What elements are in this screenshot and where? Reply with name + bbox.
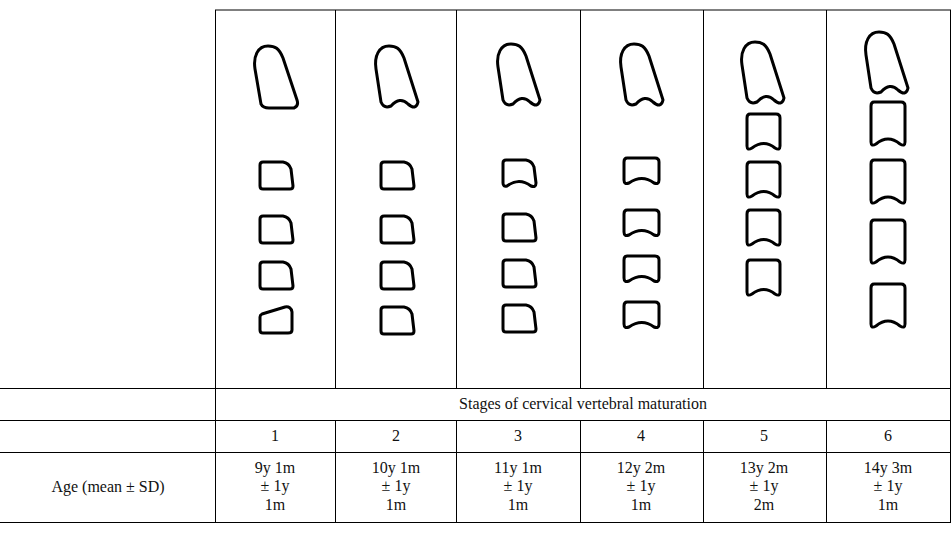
row-header: Age (mean ± SD) — [51, 478, 164, 496]
stage-number: 6 — [884, 427, 892, 445]
stage-number: 2 — [392, 427, 400, 445]
age-cell: 11y 1m ± 1y 1m — [492, 459, 544, 514]
stage-number: 1 — [271, 427, 279, 445]
stage-number: 5 — [760, 427, 768, 445]
age-cell: 10y 1m ± 1y 1m — [370, 459, 422, 514]
age-cell: 13y 2m ± 1y 2m — [738, 459, 790, 514]
age-cell: 14y 3m ± 1y 1m — [862, 459, 914, 514]
stage-number: 4 — [637, 427, 645, 445]
age-cell: 9y 1m ± 1y 1m — [249, 459, 301, 514]
table-header: Stages of cervical vertebral maturation — [459, 395, 707, 413]
stage-number: 3 — [514, 427, 522, 445]
age-cell: 12y 2m ± 1y 1m — [615, 459, 667, 514]
